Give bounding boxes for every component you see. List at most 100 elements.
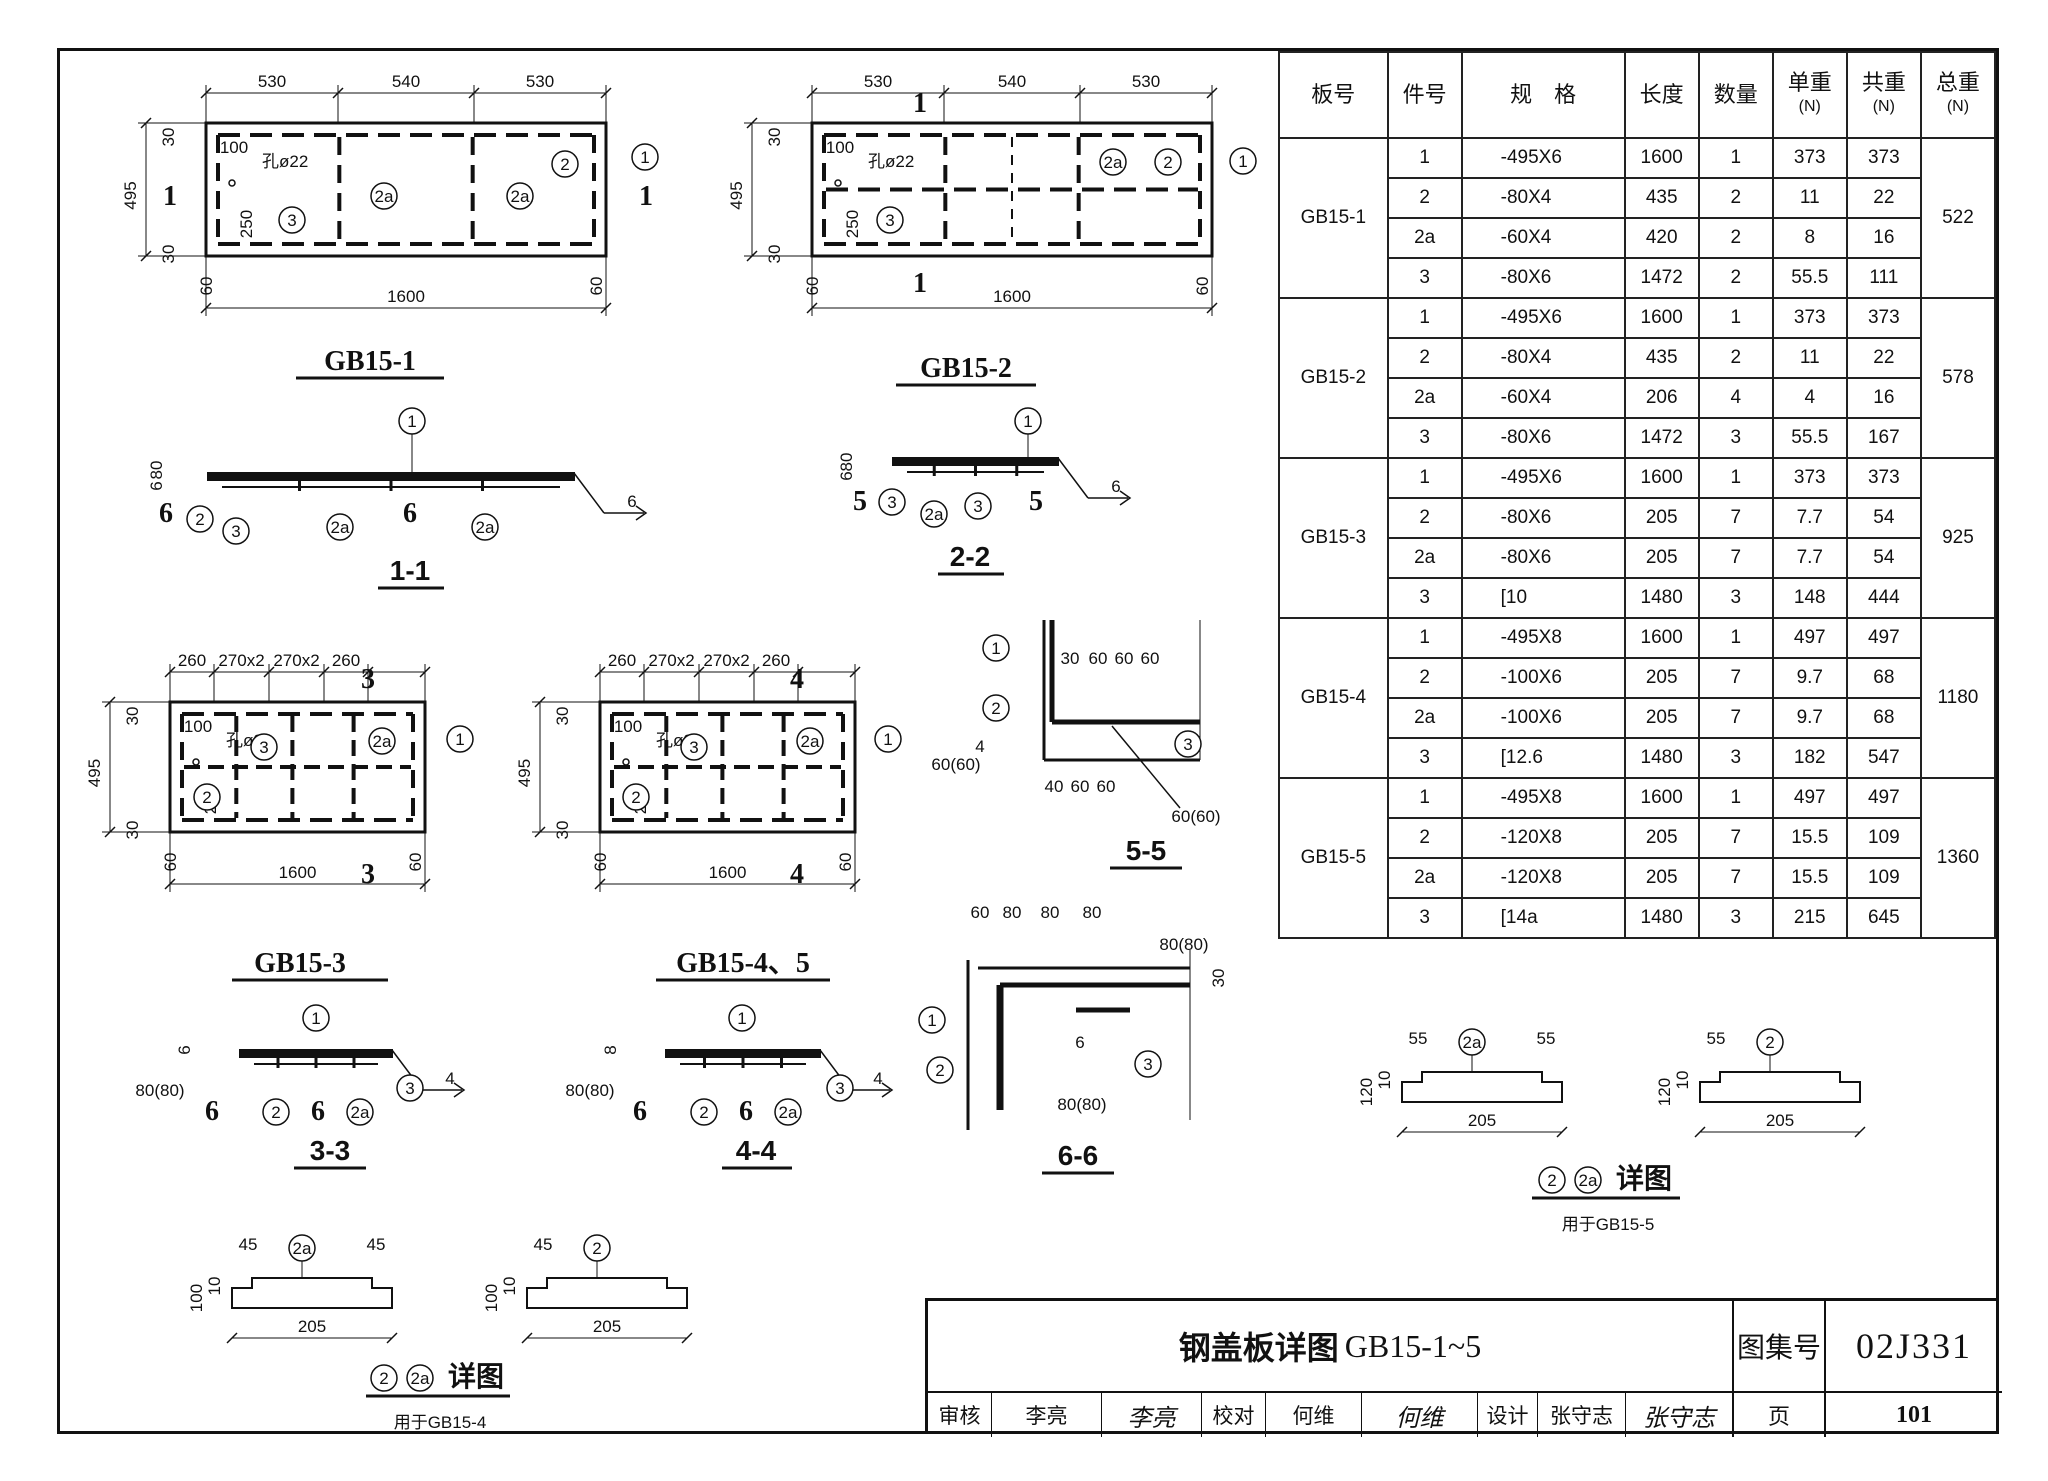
part-2a-callout bbox=[471, 513, 499, 541]
table-cell: 435 bbox=[1623, 177, 1700, 219]
section-dimension-label: 6 bbox=[837, 471, 856, 480]
dimension-tick bbox=[1556, 1126, 1568, 1138]
weld-arrow bbox=[1119, 490, 1132, 506]
hole-label: 孔ø22 bbox=[262, 152, 308, 171]
table-cell: 1 bbox=[1386, 137, 1463, 179]
part-2a-callout bbox=[346, 1098, 374, 1126]
table-cell: 3 bbox=[1697, 897, 1774, 939]
part-3-callout-label: 3 bbox=[259, 738, 268, 757]
signature-row: 审核 李亮 李亮 校对 何维 何维 设计 张守志 张守志 bbox=[928, 1393, 1734, 1437]
detail-height-label: 100 bbox=[187, 1284, 206, 1312]
table-cell: -80X6 bbox=[1460, 537, 1626, 579]
table-cell: 215 bbox=[1771, 897, 1848, 939]
bottom-dimension-label: 1600 bbox=[993, 287, 1031, 306]
steel-plate-outline bbox=[598, 700, 857, 834]
part-2-callout-label: 2 bbox=[592, 1239, 601, 1258]
drawing-title: 钢盖板详图 GB15-1~5 bbox=[928, 1301, 1734, 1393]
table-cell: 205 bbox=[1623, 657, 1700, 699]
section-dimension-label: 80(80) bbox=[565, 1081, 614, 1100]
design-name: 张守志 bbox=[1538, 1393, 1626, 1437]
table-cell: 3 bbox=[1697, 577, 1774, 619]
left-dimension-label: 495 bbox=[727, 181, 746, 209]
table-cell: 205 bbox=[1623, 697, 1700, 739]
part-2a-callout-label: 2a bbox=[925, 505, 944, 524]
detail-edge-label: 45 bbox=[534, 1235, 553, 1254]
detail-edge-label: 55 bbox=[1537, 1029, 1556, 1048]
page-label: 页 bbox=[1734, 1393, 1826, 1437]
table-cell: -495X8 bbox=[1460, 777, 1626, 819]
section-plate bbox=[207, 472, 575, 481]
weld-leader bbox=[1111, 725, 1181, 809]
part-3-callout-label: 3 bbox=[973, 497, 982, 516]
section-dimension-label: 30 bbox=[1061, 649, 1080, 668]
edge-dimension-label: 60 bbox=[197, 277, 216, 296]
part-2-callout-label: 2 bbox=[1547, 1171, 1556, 1190]
section-title-1-1: 1-1 bbox=[390, 555, 430, 586]
part-2-callout bbox=[982, 694, 1010, 722]
weld-size-label: 4 bbox=[975, 737, 984, 756]
left-dimension-label: 495 bbox=[85, 759, 104, 787]
top-dimension-label: 540 bbox=[392, 72, 420, 91]
table-cell: -80X6 bbox=[1460, 497, 1626, 539]
edge-dimension-label: 30 bbox=[123, 821, 142, 840]
table-cell: 7 bbox=[1697, 857, 1774, 899]
part-2a-callout-label: 2a bbox=[351, 1103, 370, 1122]
part-2a-callout-label: 2a bbox=[375, 187, 394, 206]
top-dimension-label: 530 bbox=[1132, 72, 1160, 91]
table-cell: 1 bbox=[1697, 457, 1774, 499]
part-1-callout-label: 1 bbox=[991, 639, 1000, 658]
table-cell: 22 bbox=[1845, 337, 1922, 379]
total-weight-cell: 1360 bbox=[1919, 777, 1997, 939]
detail-plate-outline bbox=[231, 1277, 393, 1309]
part-2a-callout-label: 2a bbox=[373, 732, 392, 751]
review-signature: 李亮 bbox=[1102, 1393, 1202, 1437]
table-cell: 2 bbox=[1697, 257, 1774, 299]
section-cut-mark: 4 bbox=[790, 859, 804, 890]
part-2a-callout-label: 2a bbox=[331, 518, 350, 537]
table-cell: 55.5 bbox=[1771, 417, 1848, 459]
board-number-cell: GB15-5 bbox=[1278, 777, 1389, 939]
dimension-tick bbox=[681, 1332, 693, 1344]
top-dimension-label: 540 bbox=[998, 72, 1026, 91]
table-cell: 4 bbox=[1771, 377, 1848, 419]
plan-title-gb15-1: GB15-1 bbox=[324, 346, 416, 377]
weld-size-label: 6 bbox=[1111, 477, 1120, 496]
part-2-callout bbox=[622, 783, 650, 811]
part-1-callout-label: 1 bbox=[407, 412, 416, 431]
table-cell: 1 bbox=[1697, 617, 1774, 659]
part-2-callout-label: 2 bbox=[195, 510, 204, 529]
part-2-callout-label: 2 bbox=[379, 1369, 388, 1388]
detail-thickness-label: 10 bbox=[1673, 1071, 1692, 1090]
part-3-callout bbox=[250, 733, 278, 761]
inner-dimension-label: 250 bbox=[843, 210, 862, 238]
table-cell: 3 bbox=[1697, 417, 1774, 459]
edge-dimension-label: 30 bbox=[123, 707, 142, 726]
table-cell: 435 bbox=[1623, 337, 1700, 379]
table-header-cell: 规 格 bbox=[1460, 51, 1626, 139]
table-cell: 2 bbox=[1697, 177, 1774, 219]
part-3-callout bbox=[826, 1074, 854, 1102]
table-cell: 182 bbox=[1771, 737, 1848, 779]
weld-leader bbox=[1057, 457, 1089, 499]
part-3-callout bbox=[680, 733, 708, 761]
table-cell: 7 bbox=[1697, 817, 1774, 859]
top-dimension-label: 270x2 bbox=[703, 651, 749, 670]
table-cell: 3 bbox=[1386, 577, 1463, 619]
table-cell: 7 bbox=[1697, 697, 1774, 739]
edge-dimension-label: 60 bbox=[1193, 277, 1212, 296]
part-2a-callout-label: 2a bbox=[1463, 1033, 1482, 1052]
table-cell: 547 bbox=[1845, 737, 1922, 779]
section-plate bbox=[239, 1049, 393, 1058]
hole-offset-label: 100 bbox=[614, 717, 642, 736]
part-1-callout-label: 1 bbox=[883, 730, 892, 749]
table-cell: 4 bbox=[1697, 377, 1774, 419]
table-cell: 15.5 bbox=[1771, 817, 1848, 859]
weld-size-label: 80(80) bbox=[1159, 935, 1208, 954]
